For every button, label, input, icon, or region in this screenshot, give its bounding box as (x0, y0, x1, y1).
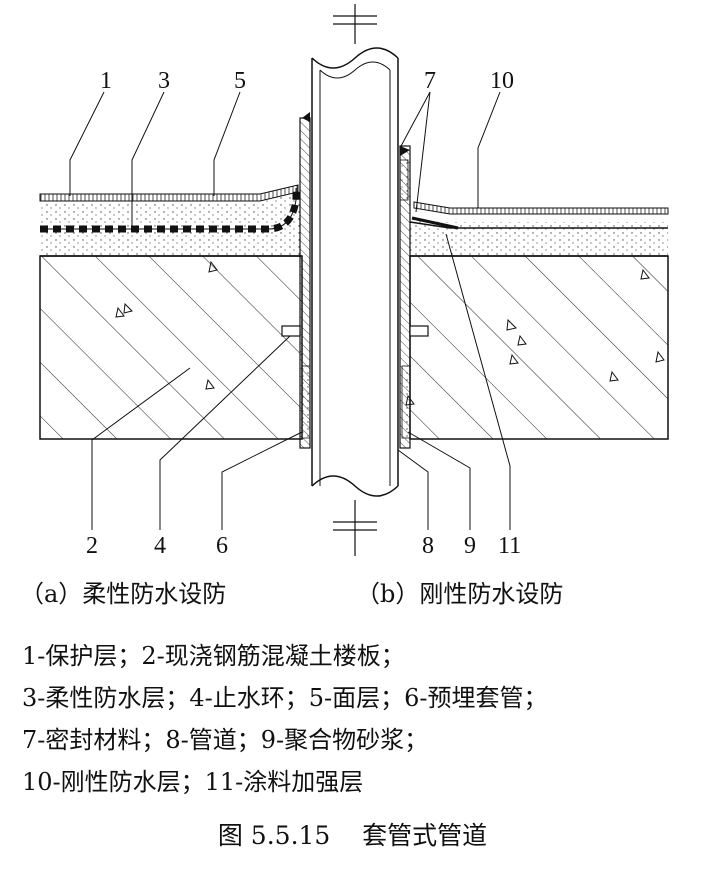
water-stop-ring-left (281, 325, 301, 337)
label-6: 6 (216, 533, 228, 559)
label-7: 7 (424, 68, 436, 94)
legend-line-1: 1-保护层；2-现浇钢筋混凝土楼板； (22, 642, 405, 670)
subcaption-a: （a）柔性防水设防 (20, 580, 227, 608)
label-1: 1 (100, 68, 112, 94)
label-9: 9 (464, 533, 476, 559)
subcaption-b: （b）刚性防水设防 (356, 580, 564, 608)
legend-line-3: 7-密封材料；8-管道；9-聚合物砂浆； (22, 726, 429, 754)
left-detail (39, 112, 311, 449)
legend-line-2: 3-柔性防水层；4-止水环；5-面层；6-预埋套管； (22, 684, 548, 712)
leader-lines (69, 91, 511, 530)
screed-layer-left (40, 192, 300, 256)
right-detail (399, 145, 669, 449)
label-8: 8 (422, 533, 434, 559)
screed-layer-right (410, 218, 668, 256)
figure-caption: 图 5.5.15 套管式管道 (217, 821, 488, 850)
rigid-waterproof-layer (409, 221, 668, 229)
concrete-slab-right (409, 255, 669, 440)
label-11: 11 (498, 533, 521, 559)
label-10: 10 (490, 68, 514, 94)
protective-layer-left (39, 184, 299, 202)
label-4: 4 (154, 533, 166, 559)
label-2: 2 (86, 533, 98, 559)
pipe-sleeve-section-drawing: 1 3 5 7 10 2 4 6 8 9 11 (39, 4, 669, 559)
concrete-slab-left (39, 255, 303, 440)
legend-line-4: 10-刚性防水层；11-涂料加强层 (22, 768, 364, 796)
protective-layer-right (413, 201, 669, 215)
pipe (311, 4, 399, 556)
label-3: 3 (158, 68, 170, 94)
label-5: 5 (234, 68, 246, 94)
water-stop-ring-right (409, 325, 429, 337)
embedded-sleeve-right (399, 145, 411, 449)
